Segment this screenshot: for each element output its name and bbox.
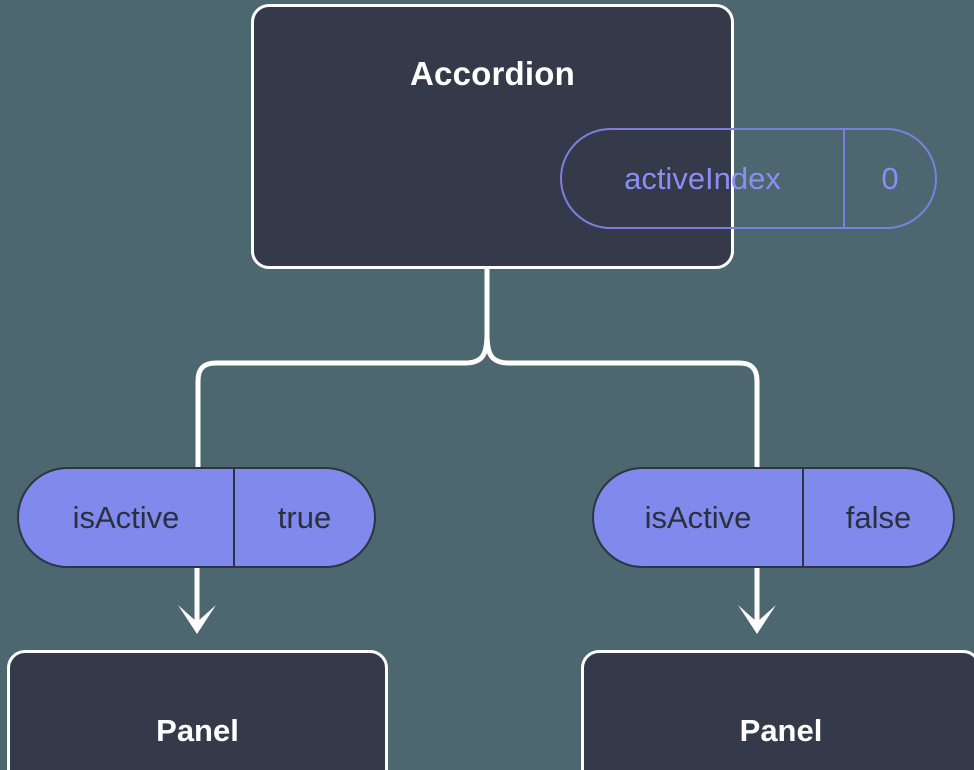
connector-fork-right — [484, 333, 760, 470]
arrow-left-panel — [178, 567, 216, 634]
connector-fork-left — [195, 333, 490, 470]
accordion-component-card[interactable]: Accordion activeIndex 0 — [251, 4, 937, 269]
state-pill-activeindex[interactable]: activeIndex 0 — [560, 128, 937, 229]
prop-pill-key: isActive — [72, 500, 180, 535]
prop-pill-value: false — [802, 469, 953, 566]
prop-pill-isactive-false[interactable]: isActive false — [592, 467, 955, 568]
accordion-card-title: Accordion — [410, 55, 575, 92]
panel-card-title: Panel — [156, 712, 239, 748]
state-pill-key: activeIndex — [624, 161, 781, 196]
prop-pill-key: isActive — [644, 500, 752, 535]
panel-component-card-left[interactable]: Panel — [7, 650, 388, 770]
arrow-right-panel — [738, 567, 776, 634]
panel-component-card-right[interactable]: Panel — [581, 650, 974, 770]
prop-pill-isactive-true[interactable]: isActive true — [17, 467, 376, 568]
state-pill-value: 0 — [843, 130, 935, 227]
panel-card-title: Panel — [739, 712, 823, 748]
prop-pill-value: true — [233, 469, 374, 566]
